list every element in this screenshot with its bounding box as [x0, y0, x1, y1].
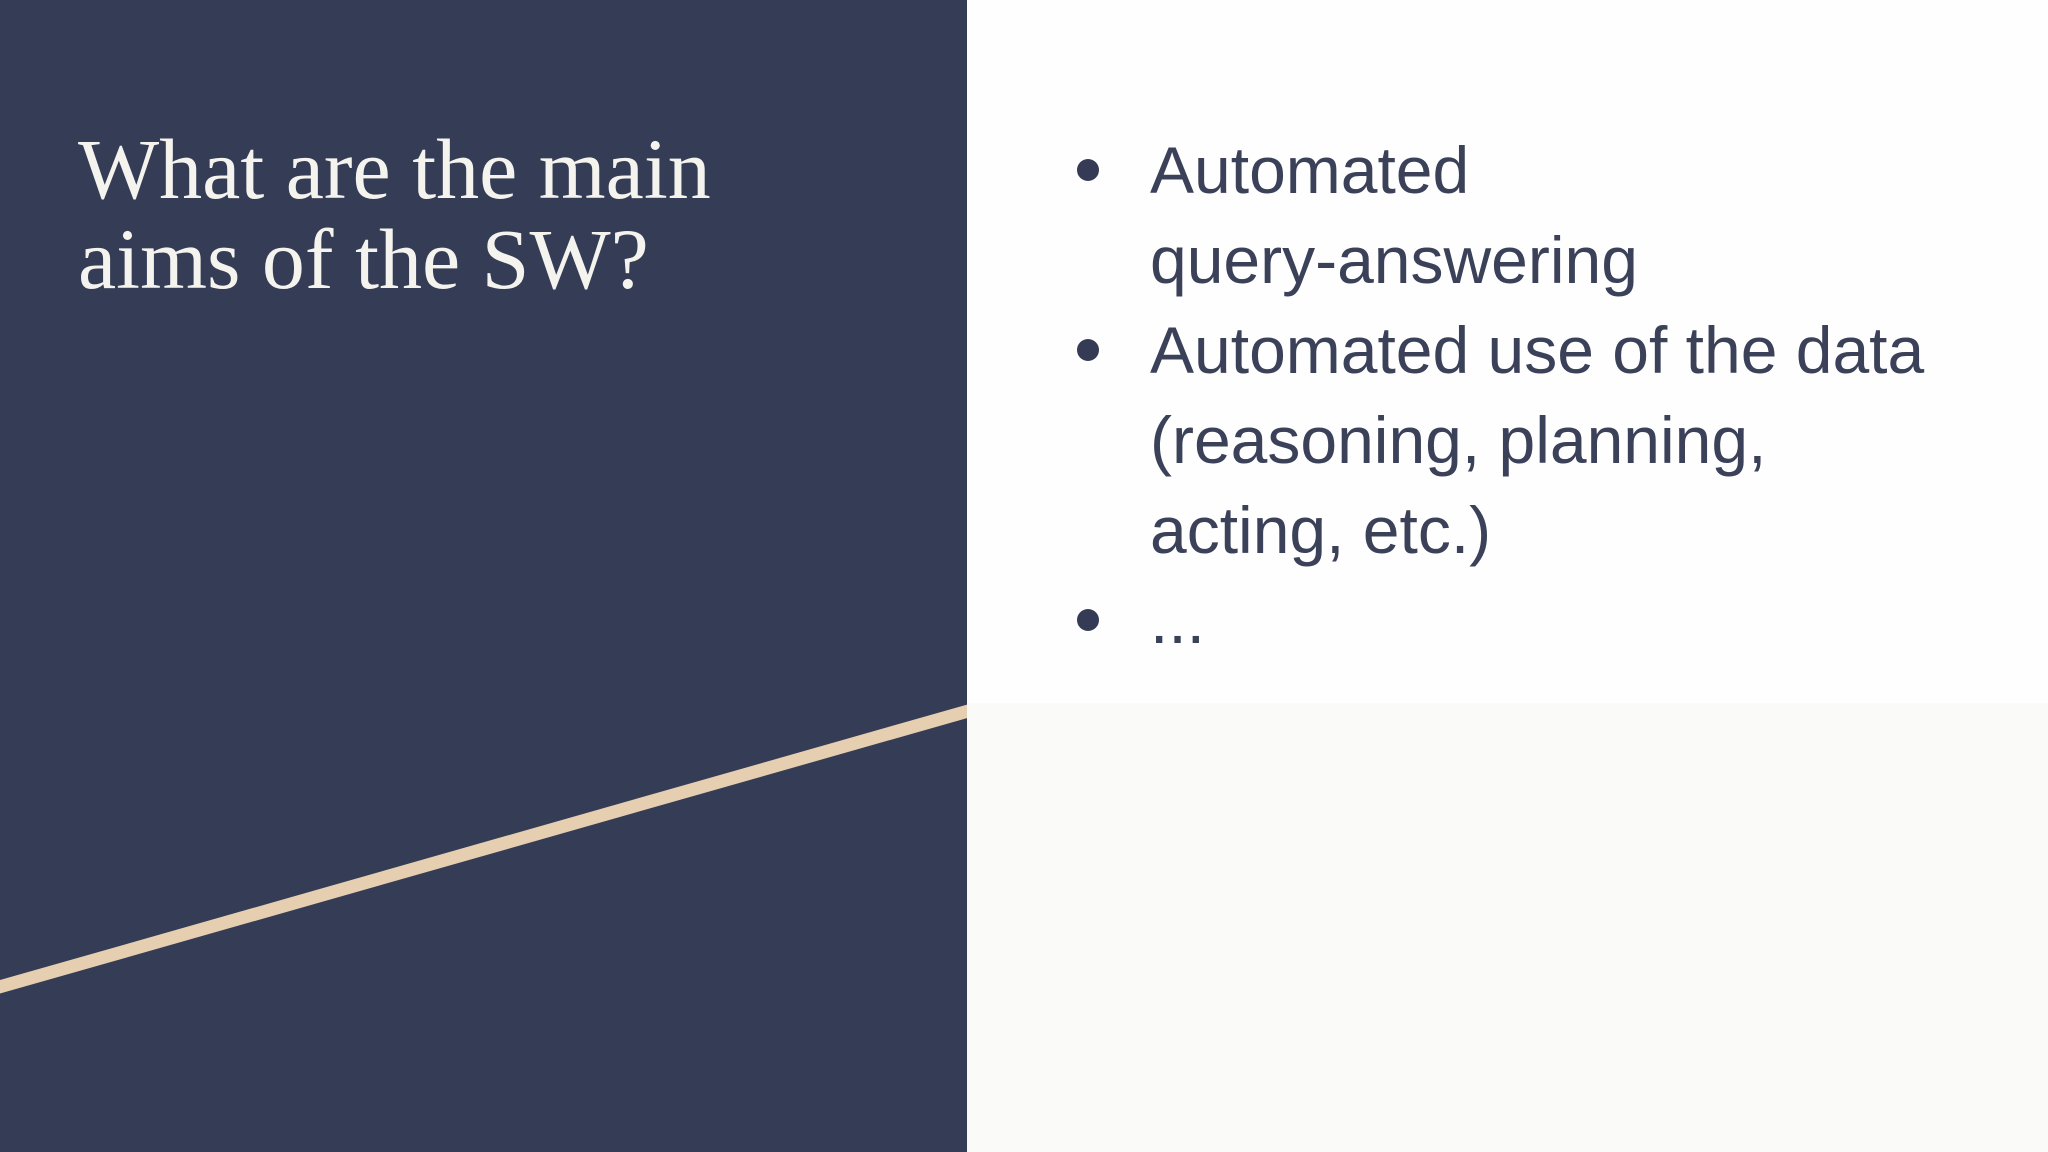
list-item-2-line-3: acting, etc.)	[1150, 493, 1492, 567]
title-panel: What are the main aims of the SW?	[0, 0, 967, 1152]
list-item-text: ...	[1150, 575, 1205, 665]
list-item-text: Automated query-answering	[1150, 125, 1638, 305]
accent-diagonal-line	[0, 657, 967, 999]
list-item-text: Automated use of the data (reasoning, pl…	[1150, 305, 1924, 575]
list-item-2-line-1: Automated use of the data	[1150, 313, 1925, 387]
content-text-box	[967, 0, 2048, 703]
list-item-2-line-2: (reasoning, planning,	[1150, 403, 1767, 477]
list-item: ...	[1077, 575, 1957, 665]
bullet-icon	[1077, 609, 1099, 631]
list-item-3-line-1: ...	[1150, 583, 1206, 657]
list-item: Automated query-answering	[1077, 125, 1957, 305]
bullet-list: Automated query-answering Automated use …	[1077, 125, 1957, 665]
page-title: What are the main aims of the SW?	[78, 124, 878, 304]
page-title-line-1: What are the main	[78, 121, 711, 217]
page-title-line-2: aims of the SW?	[78, 211, 649, 307]
list-item-1-line-1: Automated	[1150, 133, 1470, 207]
content-panel: Automated query-answering Automated use …	[967, 0, 2048, 1152]
bullet-icon	[1077, 339, 1099, 361]
list-item-1-line-2: query-answering	[1150, 223, 1638, 297]
list-item: Automated use of the data (reasoning, pl…	[1077, 305, 1957, 575]
bullet-icon	[1077, 159, 1099, 181]
